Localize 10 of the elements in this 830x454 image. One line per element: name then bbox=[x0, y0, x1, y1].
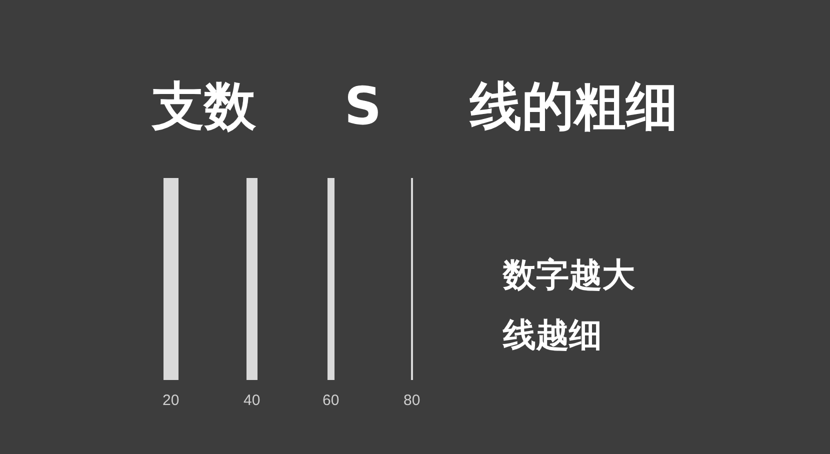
line-thickness-sample bbox=[328, 178, 334, 380]
count-label: 60 bbox=[322, 392, 340, 409]
line-thickness-sample bbox=[411, 178, 413, 380]
note-text: 数字越大线越细 bbox=[503, 254, 636, 356]
title: 支数 S 线的粗细 bbox=[152, 77, 678, 137]
count-label: 40 bbox=[244, 392, 260, 409]
count-label: 80 bbox=[404, 392, 420, 409]
line-thickness-sample bbox=[164, 178, 178, 380]
line-thickness-sample bbox=[246, 178, 258, 380]
count-label: 20 bbox=[162, 392, 180, 409]
